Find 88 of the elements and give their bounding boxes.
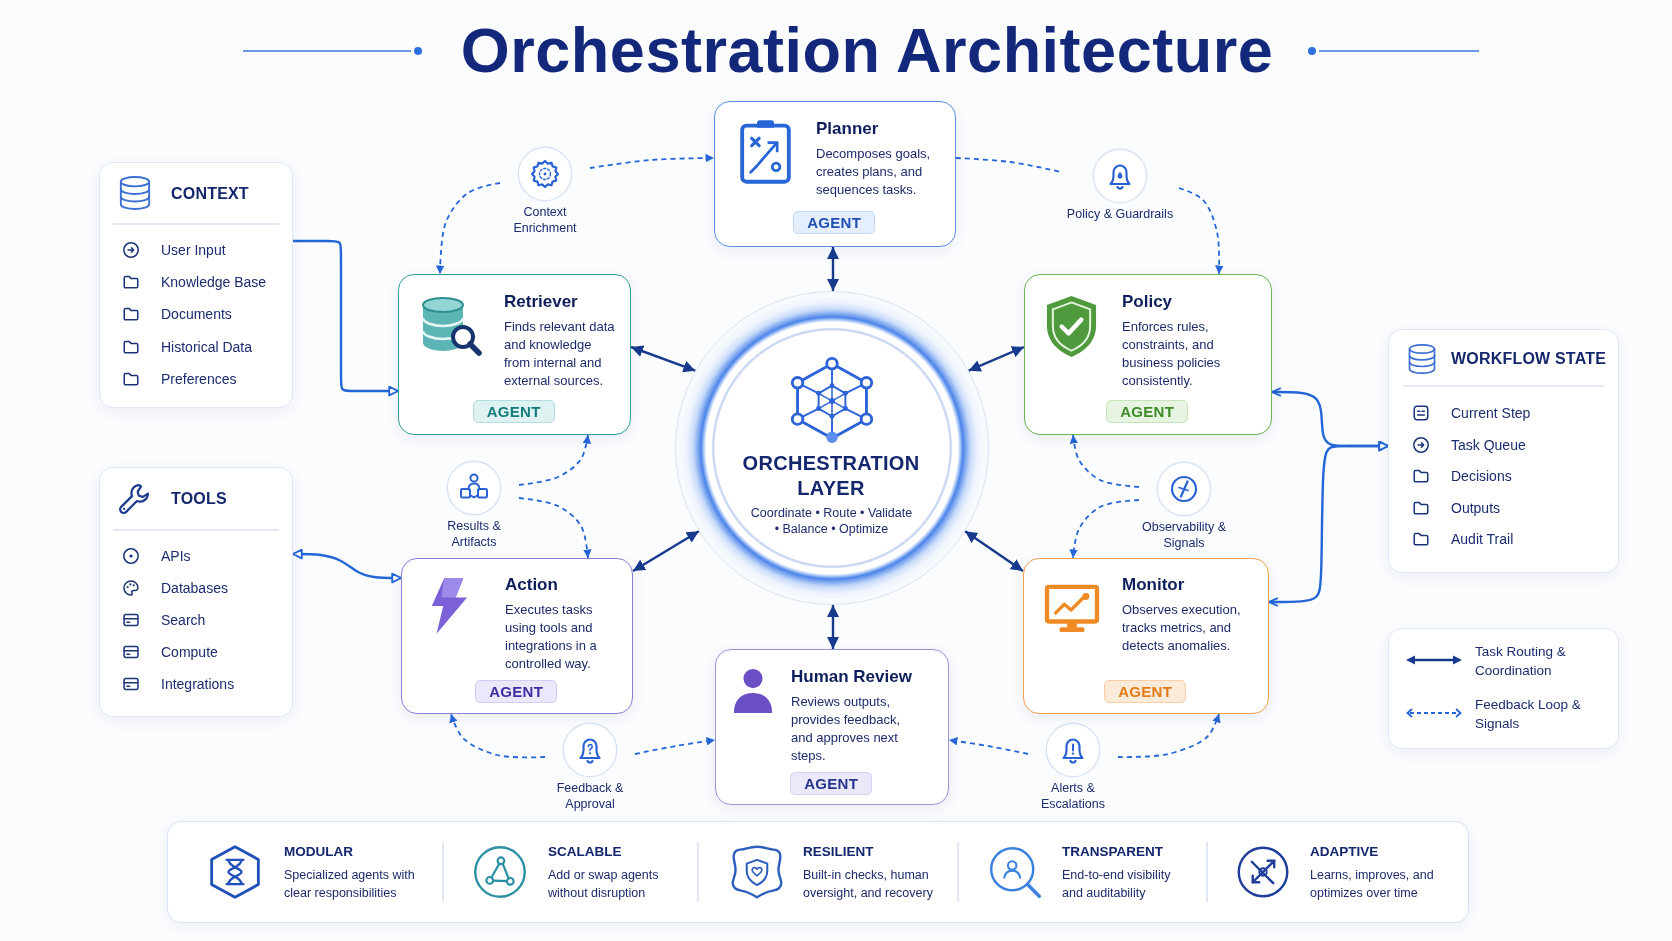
info-panel (99, 162, 293, 408)
arrow (1268, 440, 1389, 607)
feature-description: Add or swap agents without disruption (548, 867, 660, 902)
diagram-title: Orchestration Architecture (460, 14, 1274, 87)
list-item-label: Historical Data (161, 337, 253, 356)
arrow (293, 239, 399, 397)
list-item-label: APIs (161, 547, 191, 565)
agent-title: Monitor (1122, 575, 1185, 595)
feature-title: MODULAR (284, 843, 353, 860)
list-item-label: Preferences (161, 369, 237, 388)
arrow (964, 530, 1024, 572)
agent-title: Human Review (791, 667, 912, 687)
agent-title: Planner (816, 119, 879, 139)
node-label: Results & Artifacts (446, 519, 502, 550)
arrow (630, 345, 696, 373)
node-label: Alerts & Escalations (1040, 781, 1106, 812)
dashed-arrow (518, 497, 592, 559)
node-label: Context Enrichment (512, 205, 578, 236)
list-item-label: Databases (161, 579, 228, 597)
feature-title: TRANSPARENT (1062, 843, 1163, 860)
agent-card (1024, 274, 1272, 435)
list-item-label: Documents (161, 305, 232, 324)
info-panel (1388, 329, 1619, 573)
list-item-label: Current Step (1451, 404, 1531, 422)
agent-title: Retriever (504, 292, 578, 312)
legend-label: Feedback Loop & Signals (1475, 696, 1582, 733)
dashed-arrow (1069, 499, 1140, 559)
legend-label: Task Routing & Coordination (1475, 643, 1567, 680)
node-label: Feedback & Approval (555, 781, 625, 812)
agent-badge: AGENT (475, 680, 558, 704)
list-item-label: Audit Trail (1451, 530, 1514, 548)
list-item-label: Outputs (1451, 498, 1501, 517)
agent-badge: AGENT (790, 772, 873, 796)
dashed-arrow (948, 737, 1029, 755)
agent-card (715, 649, 949, 805)
dashed-line (955, 157, 1062, 173)
agent-card (714, 101, 956, 247)
list-item-label: Integrations (161, 675, 235, 693)
agent-description: Executes tasks using tools and integrations in a controlled way. (505, 601, 598, 673)
arrow (827, 605, 839, 649)
dashed-arrow (435, 182, 501, 275)
feature-description: Learns, improves, and optimizes over time (1310, 867, 1435, 902)
hub-subtitle: Coordinate • Route • Validate • Balance • Optimize (749, 505, 914, 537)
dashed-arrow (449, 713, 546, 759)
feature-description: Specialized agents with clear responsibilities (284, 867, 416, 902)
feature-title: RESILIENT (803, 843, 874, 860)
agent-card (398, 274, 631, 435)
agent-badge: AGENT (1106, 400, 1189, 424)
agent-badge: AGENT (1104, 680, 1187, 704)
agent-card (1023, 558, 1269, 714)
dashed-arrow (518, 434, 591, 486)
feature-strip (167, 821, 1469, 923)
agent-description: Enforces rules, constraints, and business policies consistently. (1122, 318, 1222, 390)
node-label: Observability & Signals (1140, 520, 1228, 551)
list-item-label: Task Queue (1451, 435, 1526, 454)
list-item-label: User Input (161, 241, 226, 259)
dashed-arrow (1117, 713, 1221, 758)
agent-badge: AGENT (793, 211, 876, 235)
agent-description: Observes execution, tracks metrics, and detects anomalies. (1122, 601, 1242, 655)
node-label: Policy & Guardrails (1066, 207, 1174, 223)
dashed-arrow (1178, 187, 1224, 275)
arrow (968, 345, 1025, 372)
feature-title: ADAPTIVE (1310, 843, 1379, 860)
dashed-arrow (589, 153, 715, 169)
panel-heading: CONTEXT (171, 184, 249, 204)
feature-description: Built-in checks, human oversight, and recovery (803, 867, 934, 902)
arrow (292, 548, 402, 584)
agent-description: Finds relevant data and knowledge from internal and external sources. (504, 318, 616, 390)
list-item-label: Compute (161, 643, 218, 661)
list-item-label: Knowledge Base (161, 273, 267, 292)
panel-heading: WORKFLOW STATE (1451, 349, 1607, 369)
feature-description: End-to-end visibility and auditability (1062, 867, 1172, 902)
arrow (632, 530, 700, 573)
agent-title: Action (505, 575, 558, 595)
agent-description: Reviews outputs, provides feedback, and approves next steps. (791, 693, 902, 765)
list-item-label: Search (161, 611, 206, 629)
dashed-arrow (1069, 434, 1140, 488)
panel-heading: TOOLS (171, 489, 227, 509)
agent-card (401, 558, 633, 714)
feature-title: SCALABLE (548, 843, 622, 860)
agent-badge: AGENT (472, 400, 555, 424)
agent-description: Decomposes goals, creates plans, and sequences tasks. (816, 145, 932, 199)
hub-title: ORCHESTRATION LAYER (741, 451, 921, 501)
list-item-label: Decisions (1451, 467, 1512, 485)
agent-title: Policy (1122, 292, 1173, 312)
info-panel (99, 467, 293, 717)
arrow (827, 247, 839, 291)
dashed-arrow (634, 737, 716, 755)
